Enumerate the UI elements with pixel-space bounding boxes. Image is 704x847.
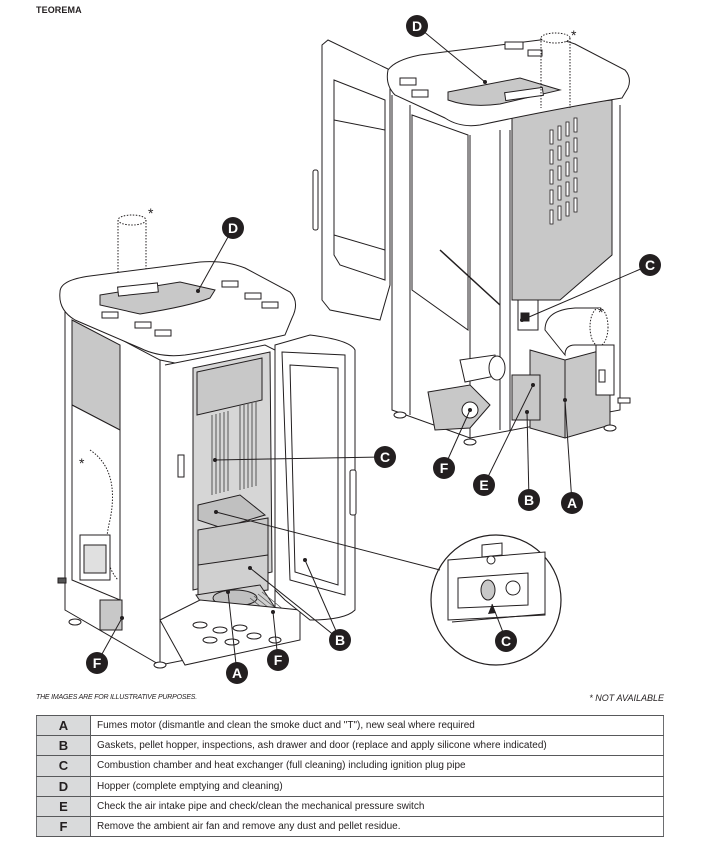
callout-label: B [524, 492, 534, 508]
callout-right-B: B [518, 489, 540, 511]
legend-description: Hopper (complete emptying and cleaning) [90, 775, 664, 797]
callout-right-A: A [561, 492, 583, 514]
callout-right-C: C [639, 254, 661, 276]
table-row: F Remove the ambient air fan and remove … [36, 815, 664, 838]
illustrative-disclaimer: THE IMAGES ARE FOR ILLUSTRATIVE PURPOSES… [36, 694, 197, 701]
detail-magnifier [430, 534, 562, 666]
callout-label: F [93, 655, 102, 671]
callout-left-D: D [222, 217, 244, 239]
legend-code: B [36, 735, 91, 757]
document-title: TEOREMA [36, 5, 82, 15]
callout-left-A: A [226, 662, 248, 684]
legend-code: E [36, 795, 91, 817]
callouts: D C B A F F * * D C [79, 15, 661, 684]
table-row: B Gaskets, pellet hopper, inspections, a… [36, 735, 664, 757]
table-row: A Fumes motor (dismantle and clean the s… [36, 714, 664, 737]
stove-maintenance-illustration: D C B A F F * * D C [57, 15, 661, 684]
legend-description: Remove the ambient air fan and remove an… [90, 815, 664, 838]
maintenance-legend-table: A Fumes motor (dismantle and clean the s… [36, 714, 664, 838]
callout-left-C: C [374, 446, 396, 468]
table-row: D Hopper (complete emptying and cleaning… [36, 775, 664, 797]
callout-right-E: E [473, 474, 495, 496]
callout-label: A [232, 665, 242, 681]
legend-description: Fumes motor (dismantle and clean the smo… [90, 714, 664, 737]
callout-right-F: F [433, 457, 455, 479]
callout-left-F-front: F [267, 649, 289, 671]
callout-label: D [228, 220, 238, 236]
callout-label: C [645, 257, 655, 273]
legend-code: F [36, 815, 91, 838]
left-stove-drawing [57, 214, 357, 669]
callout-left-F-side: F [86, 652, 108, 674]
callout-label: F [440, 460, 449, 476]
legend-description: Check the air intake pipe and check/clea… [90, 795, 664, 817]
callout-detail-C: C [495, 630, 517, 652]
callout-right-D: D [406, 15, 428, 37]
callout-label: F [274, 652, 283, 668]
not-available-mark: * [79, 455, 85, 471]
legend-description: Gaskets, pellet hopper, inspections, ash… [90, 735, 664, 757]
table-row: C Combustion chamber and heat exchanger … [36, 755, 664, 777]
not-available-mark: * [571, 27, 577, 43]
right-stove-drawing [312, 32, 631, 446]
legend-code: A [36, 714, 91, 737]
not-available-note: * NOT AVAILABLE [589, 693, 664, 703]
callout-left-B: B [329, 629, 351, 651]
callout-label: E [479, 477, 488, 493]
table-row: E Check the air intake pipe and check/cl… [36, 795, 664, 817]
callout-label: B [335, 632, 345, 648]
legend-code: C [36, 755, 91, 777]
not-available-mark: * [148, 205, 154, 221]
callout-label: C [380, 449, 390, 465]
not-available-mark: * [598, 304, 604, 320]
legend-description: Combustion chamber and heat exchanger (f… [90, 755, 664, 777]
legend-code: D [36, 775, 91, 797]
callout-label: D [412, 18, 422, 34]
callout-label: C [501, 633, 511, 649]
callout-label: A [567, 495, 577, 511]
